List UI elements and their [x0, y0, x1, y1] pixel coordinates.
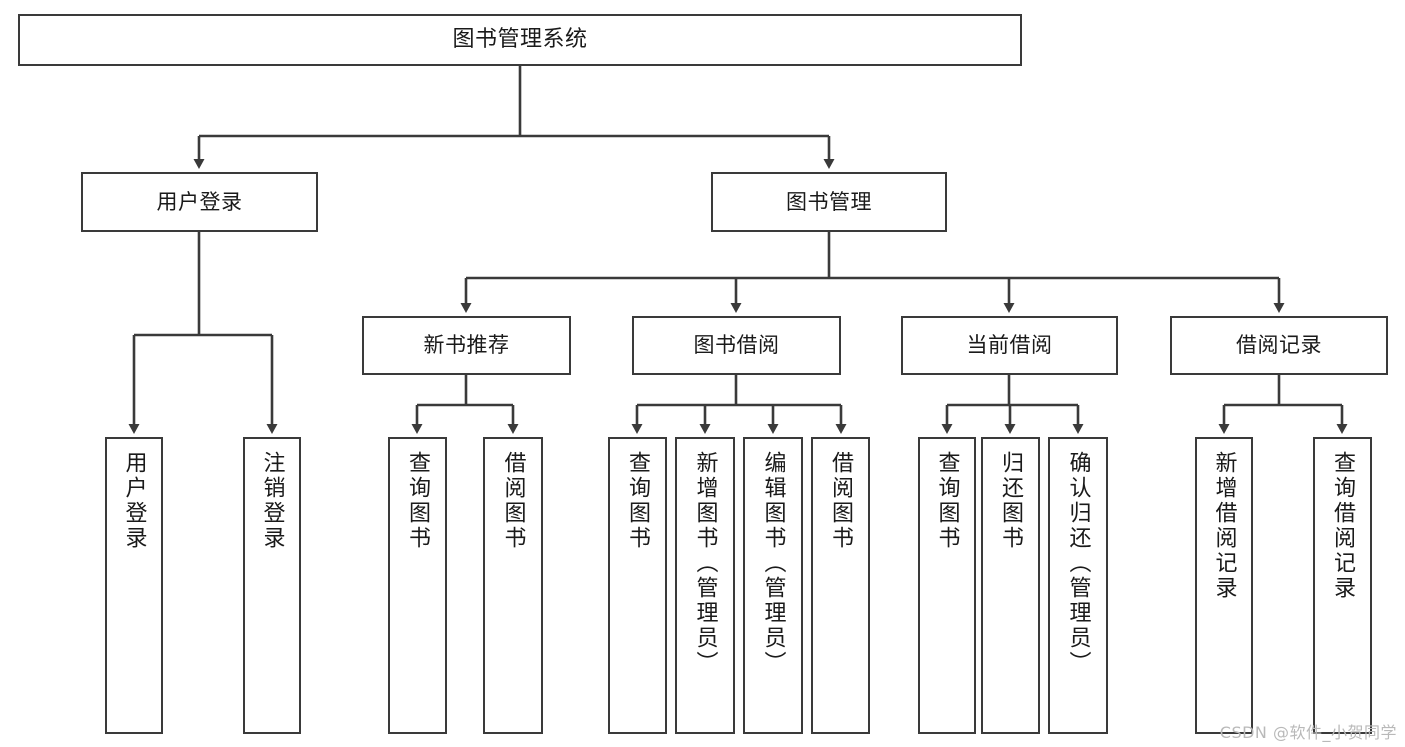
node-leaf-query-book-borrow[interactable]: 查询图书	[608, 437, 667, 734]
node-user-login[interactable]: 用户登录	[81, 172, 318, 232]
node-borrow-record-label: 借阅记录	[1236, 333, 1322, 358]
node-borrow-record[interactable]: 借阅记录	[1170, 316, 1388, 375]
node-leaf-borrow-book-recommend-label: 借阅图书	[500, 451, 526, 551]
node-leaf-add-book-label: 新增图书（管理员）	[692, 451, 718, 676]
node-leaf-logout[interactable]: 注销登录	[243, 437, 301, 734]
node-leaf-query-book-recommend[interactable]: 查询图书	[388, 437, 447, 734]
node-leaf-user-login[interactable]: 用户登录	[105, 437, 163, 734]
node-new-book-recommend-label: 新书推荐	[423, 333, 510, 358]
watermark: CSDN @软件_小贺同学	[1219, 723, 1397, 742]
node-leaf-query-book-borrow-label: 查询图书	[625, 451, 651, 551]
node-leaf-query-book-current[interactable]: 查询图书	[918, 437, 976, 734]
node-leaf-edit-book-label: 编辑图书（管理员）	[760, 451, 786, 676]
node-leaf-borrow-book[interactable]: 借阅图书	[811, 437, 870, 734]
node-leaf-logout-label: 注销登录	[259, 451, 285, 551]
node-current-borrow-label: 当前借阅	[966, 333, 1053, 358]
node-leaf-query-book-recommend-label: 查询图书	[405, 451, 431, 551]
node-leaf-borrow-book-recommend[interactable]: 借阅图书	[483, 437, 543, 734]
node-leaf-confirm-return-label: 确认归还（管理员）	[1065, 451, 1091, 676]
node-book-borrow-label: 图书借阅	[693, 333, 780, 358]
node-leaf-borrow-book-label: 借阅图书	[828, 451, 854, 551]
node-leaf-edit-book[interactable]: 编辑图书（管理员）	[743, 437, 803, 734]
node-leaf-return-book[interactable]: 归还图书	[981, 437, 1040, 734]
node-book-borrow[interactable]: 图书借阅	[632, 316, 841, 375]
node-leaf-confirm-return[interactable]: 确认归还（管理员）	[1048, 437, 1108, 734]
node-leaf-query-borrow-record[interactable]: 查询借阅记录	[1313, 437, 1372, 734]
node-leaf-query-book-current-label: 查询图书	[934, 451, 960, 551]
node-book-manage[interactable]: 图书管理	[711, 172, 947, 232]
node-leaf-add-book[interactable]: 新增图书（管理员）	[675, 437, 735, 734]
node-root[interactable]: 图书管理系统	[18, 14, 1022, 66]
node-leaf-return-book-label: 归还图书	[998, 451, 1024, 551]
node-root-label: 图书管理系统	[452, 27, 588, 53]
node-leaf-query-borrow-record-label: 查询借阅记录	[1330, 451, 1356, 601]
node-leaf-user-login-label: 用户登录	[121, 451, 147, 551]
node-current-borrow[interactable]: 当前借阅	[901, 316, 1118, 375]
node-leaf-add-borrow-record[interactable]: 新增借阅记录	[1195, 437, 1253, 734]
node-book-manage-label: 图书管理	[786, 189, 872, 214]
node-leaf-add-borrow-record-label: 新增借阅记录	[1211, 451, 1237, 601]
node-user-login-label: 用户登录	[156, 189, 243, 214]
node-new-book-recommend[interactable]: 新书推荐	[362, 316, 571, 375]
